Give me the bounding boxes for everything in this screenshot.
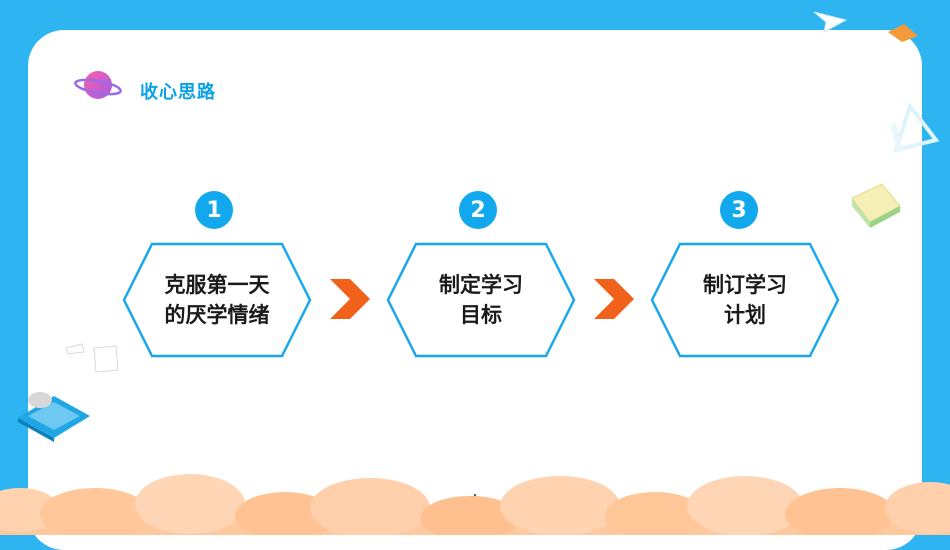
book-icon [888, 24, 918, 42]
step-label: 制定学习 [439, 273, 523, 297]
chevron-right-icon [330, 279, 370, 319]
step-card: 克服第一天 的厌学情绪 [122, 242, 312, 358]
step-label: 计划 [724, 303, 766, 327]
paper-icon [65, 343, 119, 373]
cloud-border [0, 474, 950, 535]
step-number: 3 [731, 197, 747, 223]
notebook-icon [851, 183, 901, 228]
step-number: 1 [206, 197, 222, 223]
step-label: 制订学习 [703, 273, 787, 297]
step-label: 克服第一天 [164, 273, 270, 297]
paper-plane-icon [813, 11, 848, 33]
step-number-badge: 1 [195, 191, 233, 229]
book-icon [18, 392, 90, 442]
step-label: 目标 [460, 303, 502, 327]
step-number: 2 [470, 197, 486, 223]
step-card: 制订学习 计划 [650, 242, 840, 358]
ruler-icon [890, 101, 940, 153]
step-label: 的厌学情绪 [164, 303, 270, 327]
step-card: 制定学习 目标 [386, 242, 576, 358]
planet-icon [74, 71, 122, 99]
step-number-badge: 3 [720, 191, 758, 229]
page-title: 收心思路 [140, 82, 216, 103]
step-number-badge: 2 [459, 191, 497, 229]
chevron-right-icon [594, 279, 634, 319]
